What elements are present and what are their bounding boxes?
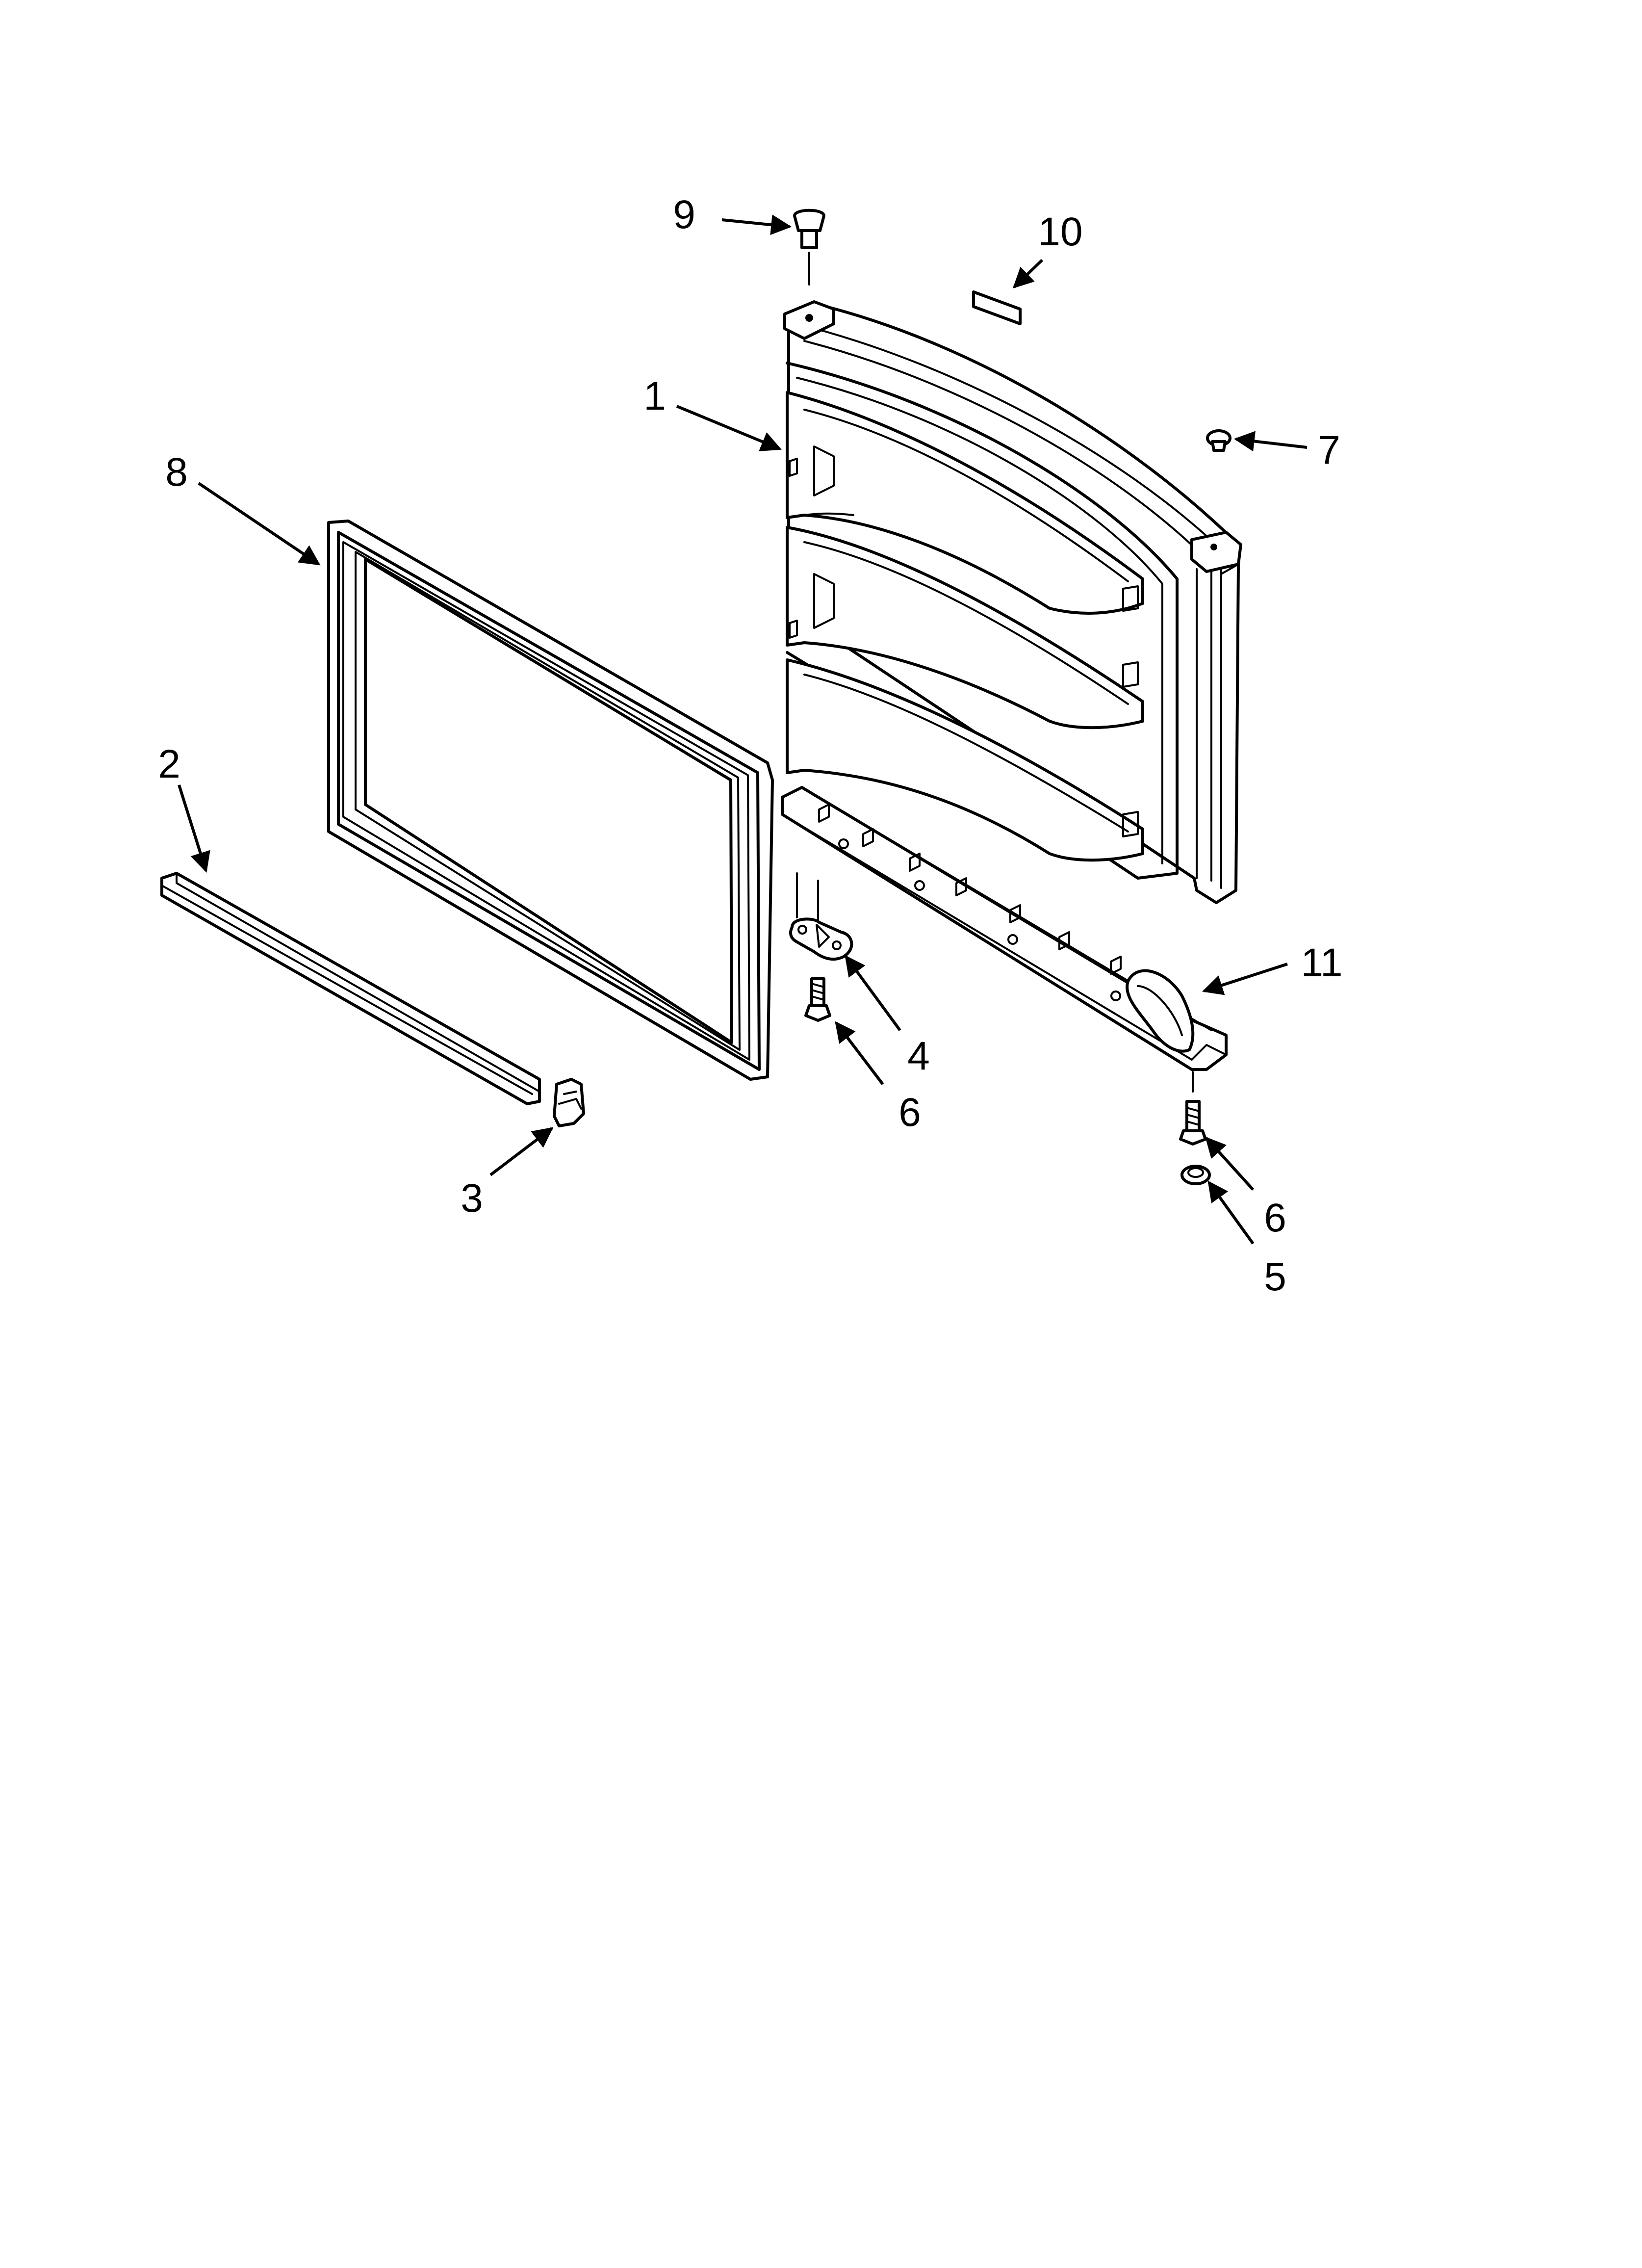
callout-10: 10 <box>1038 209 1082 254</box>
leader-1 <box>676 405 782 451</box>
leader-2 <box>178 784 210 873</box>
screw-right <box>1179 1071 1207 1146</box>
callout-6-left: 6 <box>898 1090 921 1135</box>
callout-3: 3 <box>461 1176 483 1221</box>
washer <box>1180 1165 1211 1185</box>
callout-leaders <box>178 214 1308 1245</box>
trim-end-cap <box>553 1078 585 1127</box>
leader-7 <box>1233 431 1308 452</box>
hinge-bracket <box>789 872 853 961</box>
door-handle <box>781 786 1228 1071</box>
label-part <box>972 290 1022 325</box>
callout-8: 8 <box>165 450 188 495</box>
callout-11: 11 <box>1301 940 1342 985</box>
leader-8 <box>198 482 321 566</box>
leader-11 <box>1202 963 1288 995</box>
leader-6-right <box>1205 1136 1255 1191</box>
freezer-door <box>783 300 1242 904</box>
leader-6-left <box>835 1021 884 1085</box>
leader-9 <box>721 214 792 235</box>
leader-5 <box>1207 1180 1255 1245</box>
callout-4: 4 <box>907 1034 930 1078</box>
callout-5: 5 <box>1264 1254 1286 1299</box>
leader-10 <box>1012 259 1044 288</box>
callout-1: 1 <box>643 374 666 418</box>
callout-9: 9 <box>673 192 695 237</box>
callout-2: 2 <box>158 742 180 786</box>
leader-4 <box>845 955 901 1031</box>
door-gasket <box>327 520 774 1081</box>
leader-3 <box>489 1127 554 1176</box>
callout-6-right: 6 <box>1264 1196 1286 1240</box>
hinge-pin <box>793 209 825 286</box>
door-trim-strip <box>160 872 541 1105</box>
callout-7: 7 <box>1318 428 1340 472</box>
callout-labels: 9 10 1 7 8 2 3 4 6 11 6 5 <box>158 192 1342 1299</box>
screw-left <box>804 977 831 1022</box>
plug-button <box>1206 429 1232 452</box>
